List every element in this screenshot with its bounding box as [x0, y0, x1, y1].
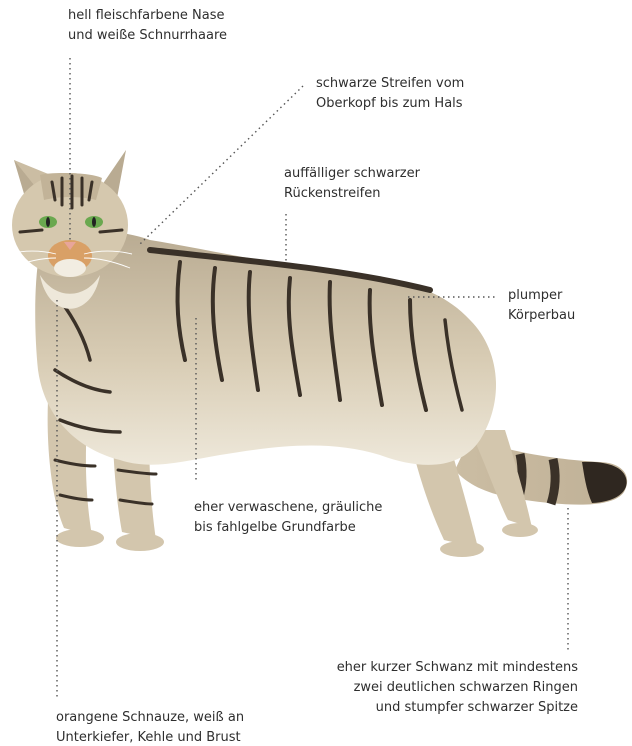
- label-muzzle-line1: orangene Schnauze, weiß an: [56, 708, 244, 728]
- label-head-stripes-line1: schwarze Streifen vom: [316, 74, 464, 94]
- label-nose-line2: und weiße Schnurrhaare: [68, 26, 227, 46]
- label-tail-line1: eher kurzer Schwanz mit mindestens: [337, 658, 578, 678]
- label-tail-line2: zwei deutlichen schwarzen Ringen: [337, 678, 578, 698]
- label-body: plumper Körperbau: [508, 286, 575, 326]
- leader-line-head-stripes: [140, 86, 303, 244]
- label-muzzle: orangene Schnauze, weiß an Unterkiefer, …: [56, 708, 244, 746]
- label-nose: hell fleischfarbene Nase und weiße Schnu…: [68, 6, 227, 46]
- label-base-color-line2: bis fahlgelbe Grundfarbe: [194, 518, 382, 538]
- label-muzzle-line2: Unterkiefer, Kehle und Brust: [56, 728, 244, 746]
- label-base-color: eher verwaschene, gräuliche bis fahlgelb…: [194, 498, 382, 538]
- label-tail: eher kurzer Schwanz mit mindestens zwei …: [337, 658, 578, 718]
- label-body-line2: Körperbau: [508, 306, 575, 326]
- label-tail-line3: und stumpfer schwarzer Spitze: [337, 698, 578, 718]
- label-back-stripe-line1: auffälliger schwarzer: [284, 164, 420, 184]
- label-back-stripe: auffälliger schwarzer Rückenstreifen: [284, 164, 420, 204]
- label-head-stripes: schwarze Streifen vom Oberkopf bis zum H…: [316, 74, 464, 114]
- label-base-color-line1: eher verwaschene, gräuliche: [194, 498, 382, 518]
- label-head-stripes-line2: Oberkopf bis zum Hals: [316, 94, 464, 114]
- label-body-line1: plumper: [508, 286, 575, 306]
- label-back-stripe-line2: Rückenstreifen: [284, 184, 420, 204]
- label-nose-line1: hell fleischfarbene Nase: [68, 6, 227, 26]
- tail-ring: [551, 459, 555, 504]
